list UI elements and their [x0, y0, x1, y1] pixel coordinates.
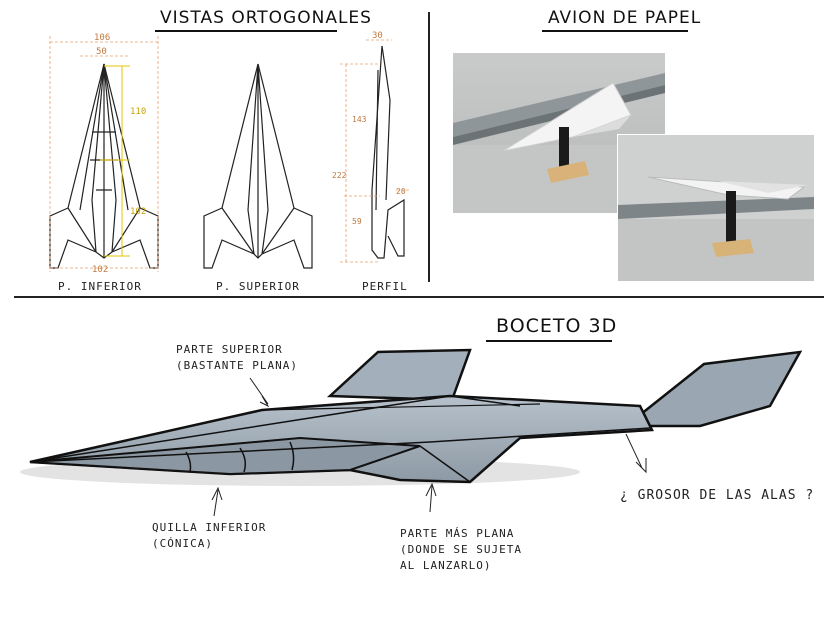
plane-photo-1-image — [453, 53, 665, 213]
left-fin — [326, 348, 472, 402]
sketch-3d-title: BOCETO 3D — [496, 315, 618, 337]
plane-photo-2 — [617, 134, 815, 282]
sketch-3d-drawing — [20, 348, 803, 517]
dim-upper-length: 110 — [130, 107, 146, 117]
ortho-views-title: VISTAS ORTOGONALES — [160, 8, 372, 28]
sketch-title-underline — [486, 340, 612, 342]
dim-profile-fin: 20 — [396, 187, 406, 196]
dim-tail-width: 102 — [92, 265, 108, 275]
top-view-label: P. SUPERIOR — [216, 280, 300, 293]
paper-plane-title: AVION DE PAPEL — [548, 8, 702, 28]
right-fin — [622, 350, 803, 428]
plane-photo-2-image — [618, 135, 814, 281]
note-flattest-part: PARTE MÁS PLANA (DONDE SE SUJETA AL LANZ… — [400, 527, 522, 572]
plane-title-underline — [542, 30, 688, 32]
ortho-title-underline — [155, 30, 337, 32]
top-view-drawing — [203, 63, 313, 269]
dim-lower-length: 102 — [130, 207, 146, 217]
horizontal-divider — [14, 296, 824, 298]
dim-overall-width: 106 — [94, 33, 110, 43]
bottom-view-dimensions-yellow — [100, 65, 130, 257]
dim-inner-width: 50 — [96, 47, 107, 57]
note-lower-keel: QUILLA INFERIOR (CÓNICA) — [152, 521, 267, 550]
vertical-divider — [428, 12, 430, 282]
plane-photo-1 — [453, 53, 665, 213]
dim-profile-top: 30 — [372, 31, 383, 41]
note-upper-part: PARTE SUPERIOR (BASTANTE PLANA) — [176, 343, 298, 372]
profile-view-dimensions — [340, 39, 410, 263]
note-wing-thickness: ¿ GROSOR DE LAS ALAS ? — [620, 488, 815, 503]
bottom-view-dimensions — [49, 36, 159, 272]
dim-profile-total: 222 — [332, 171, 347, 180]
orthographic-drawings: 106 50 110 102 102 30 143 222 59 20 — [49, 31, 410, 275]
profile-view-label: PERFIL — [362, 280, 408, 293]
dim-profile-lower: 59 — [352, 217, 362, 226]
bottom-view-label: P. INFERIOR — [58, 280, 142, 293]
profile-view-drawing — [371, 45, 405, 259]
bottom-view-drawing — [49, 63, 159, 269]
annotation-arrows — [211, 377, 647, 517]
dim-profile-upper: 143 — [352, 115, 367, 124]
